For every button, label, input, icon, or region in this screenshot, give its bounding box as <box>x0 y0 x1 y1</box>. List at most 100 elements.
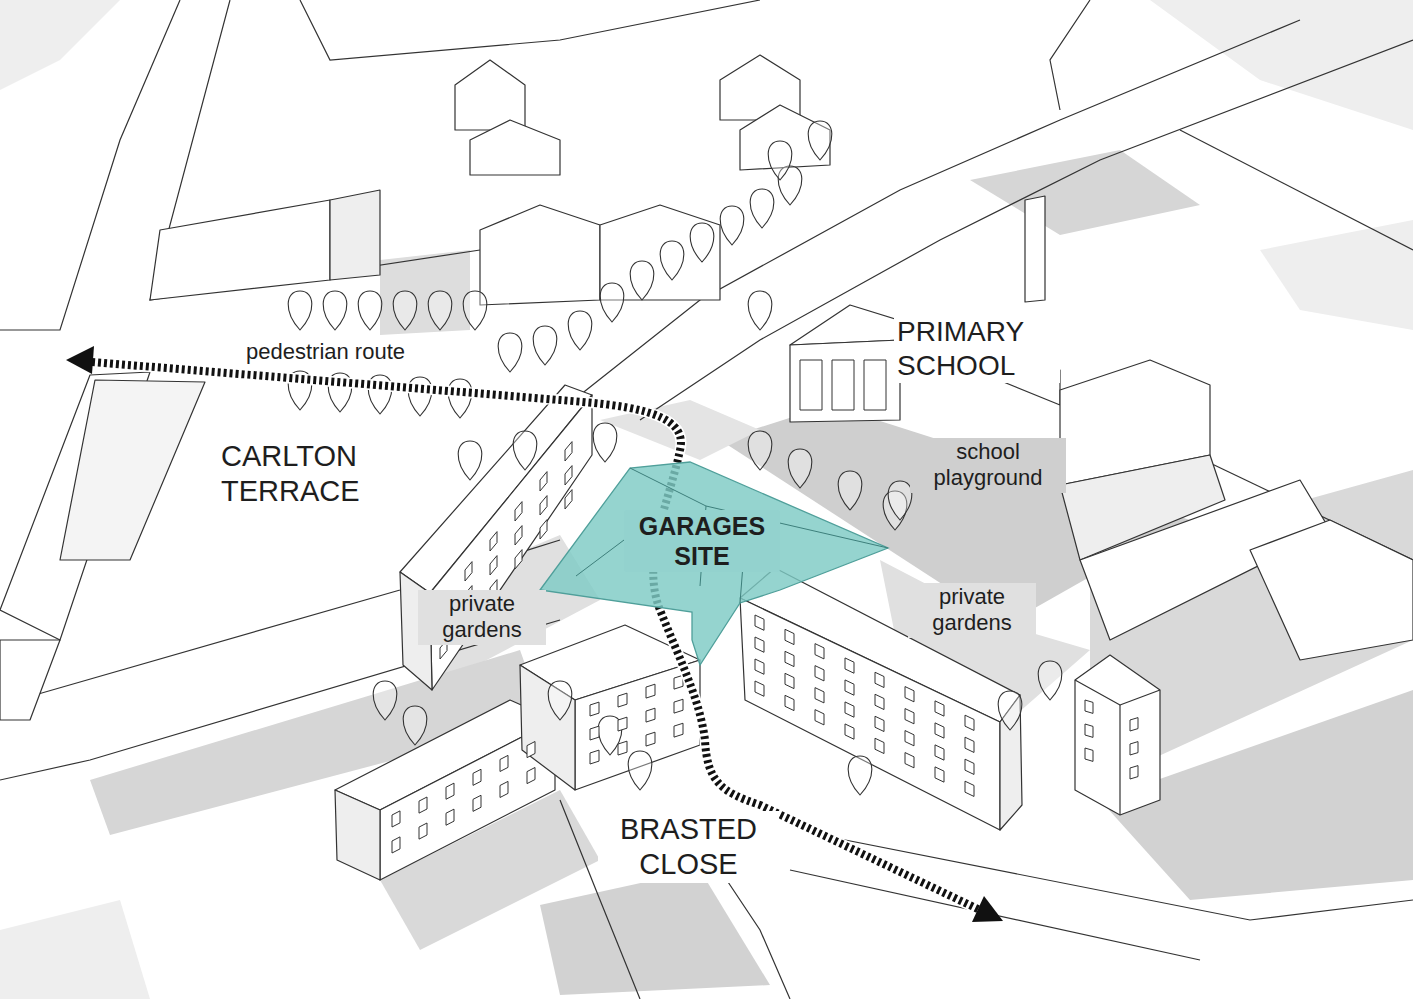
window <box>646 708 655 722</box>
window <box>800 360 822 410</box>
window <box>527 741 535 757</box>
tree <box>600 283 624 322</box>
window <box>875 672 884 687</box>
carlton-terrace-block <box>430 395 592 690</box>
house-row <box>150 200 330 300</box>
window <box>646 684 655 698</box>
window <box>674 699 683 713</box>
tree <box>660 241 684 280</box>
window <box>565 466 572 485</box>
window <box>540 520 547 539</box>
tree <box>750 189 774 228</box>
window <box>875 694 884 709</box>
window <box>473 795 481 811</box>
tree <box>998 691 1022 730</box>
tree <box>458 441 482 480</box>
window <box>618 717 627 731</box>
window <box>965 781 974 796</box>
tree <box>533 326 557 365</box>
window <box>815 666 824 681</box>
tree <box>373 681 397 720</box>
window <box>864 360 886 410</box>
window <box>500 755 508 771</box>
window <box>527 767 535 783</box>
tree <box>630 261 654 300</box>
tree <box>288 291 312 330</box>
school-tower <box>1025 196 1045 302</box>
ground-patch <box>540 870 770 995</box>
tree <box>463 291 487 330</box>
tree <box>628 751 652 790</box>
window <box>419 797 427 813</box>
window <box>935 767 944 782</box>
tree <box>358 291 382 330</box>
tree <box>1038 661 1062 700</box>
house <box>455 60 525 130</box>
window <box>618 741 627 755</box>
ground-patch <box>1260 220 1413 330</box>
tree <box>323 291 347 330</box>
tree <box>888 481 912 520</box>
area-label: pedestrian route <box>243 338 479 366</box>
road-edge <box>1050 0 1090 110</box>
window <box>965 737 974 752</box>
window <box>905 731 914 746</box>
window <box>845 724 854 739</box>
ground-patch <box>0 900 150 999</box>
block-front <box>575 660 700 790</box>
terrace-house <box>60 380 205 560</box>
window <box>935 701 944 716</box>
semi-detached-house <box>480 205 600 305</box>
tree <box>448 379 472 418</box>
tree <box>748 431 772 470</box>
window <box>618 693 627 707</box>
road-edge <box>300 0 760 60</box>
wall-line <box>1119 705 1120 815</box>
window <box>446 809 454 825</box>
ground-patch <box>0 0 120 90</box>
window <box>392 811 400 827</box>
garage-roof-line <box>630 468 706 506</box>
tree <box>768 141 792 180</box>
window <box>905 709 914 724</box>
window <box>540 496 547 515</box>
window <box>785 695 794 710</box>
tree <box>548 681 572 720</box>
window <box>465 562 472 581</box>
window <box>815 688 824 703</box>
window <box>875 738 884 753</box>
window <box>646 732 655 746</box>
generated-details <box>288 121 1138 853</box>
route-casing <box>92 362 980 910</box>
window <box>490 556 497 575</box>
window <box>845 658 854 673</box>
tree <box>498 333 522 372</box>
road-edge <box>580 20 1300 395</box>
site-shape <box>540 462 888 665</box>
terrace-gable <box>335 790 380 880</box>
window <box>815 710 824 725</box>
window <box>540 472 547 491</box>
window <box>845 680 854 695</box>
window <box>590 726 599 740</box>
building <box>1250 520 1413 660</box>
tree <box>513 431 537 470</box>
place-name: BRASTED CLOSE <box>598 811 779 883</box>
site-area: GARAGES SITE <box>536 456 892 670</box>
window <box>515 502 522 521</box>
ground-patch <box>970 150 1200 235</box>
window <box>815 644 824 659</box>
block <box>1075 655 1160 815</box>
window <box>515 526 522 545</box>
window <box>875 716 884 731</box>
window <box>500 781 508 797</box>
window <box>965 759 974 774</box>
road-edge <box>640 40 1413 420</box>
window <box>1130 766 1138 779</box>
tree <box>748 291 772 330</box>
window <box>785 651 794 666</box>
school-block <box>790 340 900 422</box>
window <box>755 681 764 696</box>
